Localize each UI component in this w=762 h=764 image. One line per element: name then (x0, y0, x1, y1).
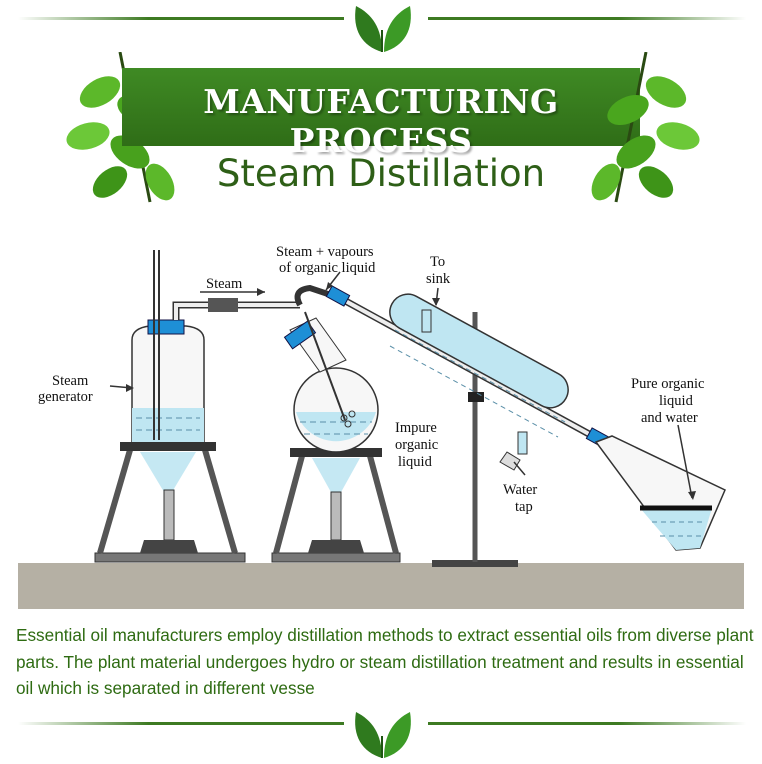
top-right-divider (428, 17, 746, 20)
lab-bench (18, 563, 744, 609)
top-left-divider (18, 17, 344, 20)
steam-pipe (172, 288, 300, 320)
distillation-flask-apparatus (271, 284, 401, 563)
label-water-tap-line2: tap (515, 499, 533, 515)
right-leaves-decoration (591, 52, 700, 203)
label-steam-vapours-line1: Steam + vapours (276, 244, 374, 260)
label-pure-line2: liquid (659, 393, 694, 409)
steam-distillation-diagram: Steam + vapours of organic liquid To sin… (18, 244, 744, 609)
page-subtitle: Steam Distillation (216, 152, 546, 195)
liebig-condenser (325, 285, 611, 471)
label-steam-generator-line1: Steam (52, 373, 89, 389)
label-water-tap-line1: Water (503, 482, 537, 498)
receiving-conical-flask (594, 435, 726, 551)
label-to-sink-line1: To (430, 254, 445, 270)
left-leaves-decoration (66, 52, 175, 203)
title-banner: MANUFACTURING PROCESS (122, 68, 640, 160)
leader-arrows (109, 271, 696, 500)
description-text: Essential oil manufacturers employ disti… (16, 625, 754, 698)
label-pure-line1: Pure organic (631, 376, 704, 392)
label-steam-generator-line2: generator (38, 389, 93, 405)
label-steam: Steam (206, 276, 243, 292)
bottom-left-divider (18, 722, 344, 725)
label-impure-line2: organic (395, 437, 438, 453)
top-leaf-emblem-icon (355, 6, 411, 52)
label-pure-line3: and water (641, 410, 698, 426)
label-steam-vapours-line2: of organic liquid (279, 260, 376, 276)
label-impure-line3: liquid (398, 454, 433, 470)
steam-generator-apparatus (94, 250, 246, 563)
label-to-sink-line2: sink (426, 271, 451, 287)
bottom-right-divider (428, 722, 746, 725)
page-title: MANUFACTURING PROCESS (203, 82, 559, 160)
label-impure-line1: Impure (395, 420, 437, 436)
bottom-leaf-emblem-icon (355, 712, 411, 758)
